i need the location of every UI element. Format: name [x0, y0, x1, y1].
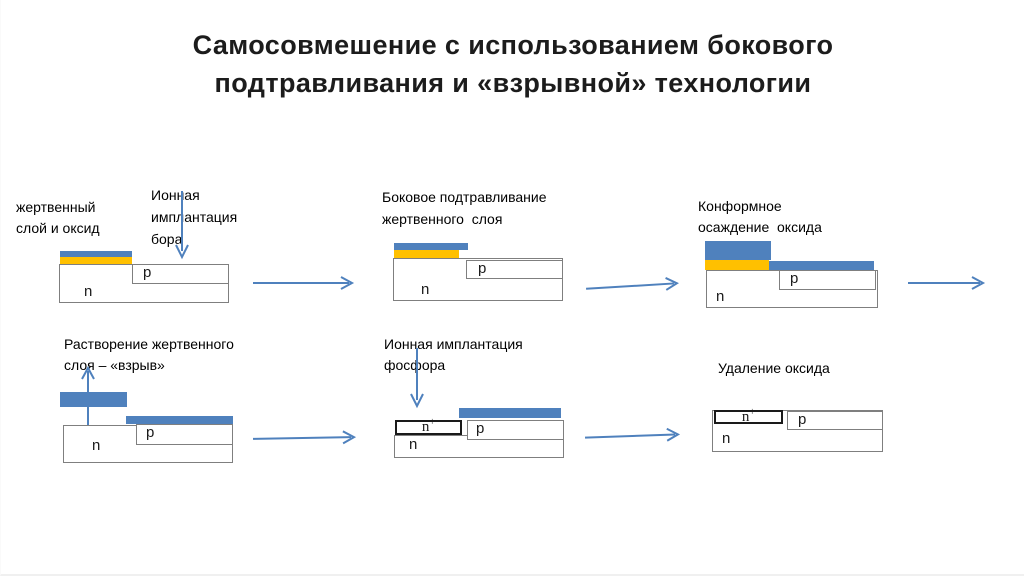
nplus-region-label: n+ [741, 407, 756, 426]
slide-title: Самосовмешение с использованием бокового… [192, 30, 834, 98]
p-region-box [132, 264, 229, 284]
p-region-label: p [146, 424, 155, 441]
nplus-region-box [395, 420, 462, 435]
oxide-block-bar [705, 241, 771, 260]
nplus-region-label: n+ [421, 417, 436, 436]
conformal-oxide-caption: Конформное осаждение оксида [698, 198, 822, 235]
right-arrow-icon [252, 430, 357, 445]
p-region-box [466, 260, 563, 279]
n-region-label: n [92, 437, 101, 454]
right-arrow-icon [584, 427, 681, 442]
right-arrow-icon [586, 277, 680, 291]
phosphorus-implant-caption: Ионная имплантация фосфора [384, 336, 523, 373]
p-region-label: p [798, 411, 807, 428]
sacrificial-layer-bar [60, 257, 132, 264]
p-region-box [787, 411, 883, 430]
oxide-layer-right-bar [769, 261, 874, 270]
sacrificial-layer-bar [394, 250, 459, 258]
up-arrow-icon [81, 365, 95, 425]
n-region-label: n [716, 288, 725, 305]
oxide-layer-bar [126, 416, 233, 424]
oxide-layer-bar [394, 243, 468, 250]
lifted-oxide-block [60, 392, 127, 407]
p-region-box [136, 424, 233, 445]
p-region-label: p [476, 420, 485, 437]
boron-implant-caption: Ионная имплантация бора [151, 187, 238, 247]
down-arrow-icon [175, 191, 189, 260]
p-region-label: p [143, 264, 152, 281]
n-region-label: n [84, 283, 93, 300]
n-region-label: n [421, 281, 430, 298]
p-region-box [467, 420, 564, 440]
right-arrow-icon [253, 276, 355, 290]
down-arrow-icon [410, 348, 424, 409]
sacrificial-oxide-caption: жертвенный слой и оксид [16, 199, 100, 236]
oxide-removal-caption: Удаление оксида [718, 360, 830, 376]
n-region-label: n [409, 436, 418, 453]
right-arrow-icon [908, 276, 986, 290]
sacrificial-layer-bar [705, 260, 769, 270]
p-region-label: p [478, 260, 487, 277]
oxide-layer-bar [459, 408, 561, 418]
oxide-layer-bar [60, 251, 132, 257]
nplus-region-box [714, 410, 783, 424]
n-region-label: n [722, 430, 731, 447]
p-region-label: p [790, 270, 799, 287]
liftoff-caption: Растворение жертвенного слоя – «взрыв» [64, 336, 234, 373]
p-region-box [779, 270, 876, 290]
undercut-caption: Боковое подтравливание жертвенного слоя [382, 189, 547, 227]
